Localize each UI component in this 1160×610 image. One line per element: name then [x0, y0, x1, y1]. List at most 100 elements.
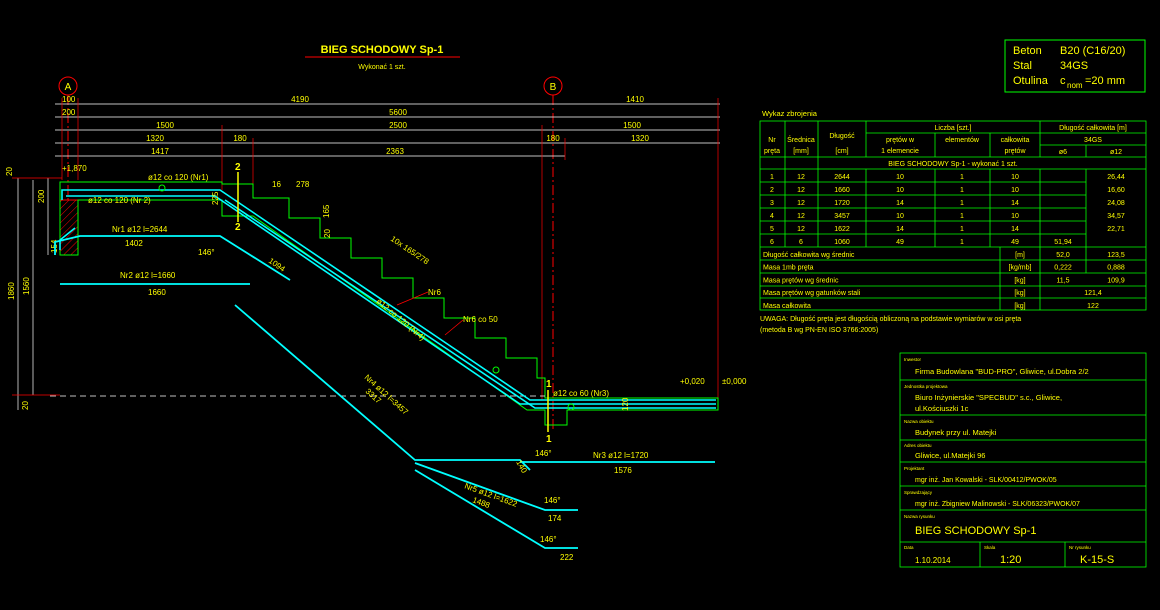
dim-r5-a: 1417 [151, 147, 169, 156]
rebar-sum-r1-c1: Długość całkowita wg średnic [763, 252, 855, 259]
step-278: 278 [296, 180, 310, 189]
rebar-sum-r1-c2: [m] [1015, 252, 1025, 259]
rebar-cell-r3-c1: 3 [770, 200, 774, 207]
material-r3-c: c [1060, 75, 1066, 87]
th-sr: Średnica [787, 135, 815, 144]
section-labels: ø12 co 120 (Nr1) ø12 co 120 (Nr 2) 16 27… [88, 173, 630, 411]
rebar-dot-3 [567, 403, 575, 411]
rebar-table: Wykaz zbrojenia [759, 109, 1147, 334]
left-dim-20b: 20 [21, 401, 30, 410]
th-liczba: Liczba [szt.] [935, 125, 972, 132]
nr5-end: 174 [548, 514, 562, 523]
tb-investor: Firma Budowlana "BUD-PRO", Gliwice, ul.D… [915, 367, 1089, 376]
tb-object-name: Budynek przy ul. Matejki [915, 428, 997, 437]
tb-design-unit-label: Jednostka projektowa [904, 384, 948, 389]
th-dl: Długość [829, 133, 855, 140]
rebar-sum-r1-c4: 123,5 [1107, 252, 1125, 259]
th-phi12: ø12 [1110, 149, 1122, 156]
th-calk: całkowita [1001, 137, 1030, 144]
rebar-nr6-shape [414, 469, 578, 549]
rebar-sum-r5-c3: 122 [1087, 303, 1099, 310]
nr1-label: Nr1 ø12 l=2644 [112, 225, 168, 234]
rebar-cell-r5-c1: 5 [770, 226, 774, 233]
dim-r4-c: 180 [546, 134, 560, 143]
top-dimension-texts: 100 4190 1410 200 5600 1500 2500 1500 13… [62, 95, 649, 156]
th-nr: Nr [768, 137, 776, 144]
rebar-cell-r6-c2: 6 [799, 239, 803, 246]
tb-design-unit-2: ul.Kościuszki 1c [915, 404, 969, 413]
rebar-bottom-main [224, 199, 716, 409]
bending-shapes [54, 235, 715, 549]
section-markers: 2 2 1 1 [235, 162, 552, 445]
rebar-cell-r4-c8: 34,57 [1107, 213, 1125, 220]
rebar-cell-r1-c4: 10 [896, 174, 904, 181]
rebar-sum-r3-c4: 109,9 [1107, 277, 1125, 284]
nr3-label: Nr3 ø12 l=1720 [593, 451, 649, 460]
rebar-nr5-shape [414, 462, 578, 511]
nr4-angle: 146° [535, 449, 552, 458]
left-dim-1860: 1860 [7, 282, 16, 300]
th-mm: [mm] [793, 148, 809, 155]
grid-axes: A B [58, 76, 563, 430]
rebar-sum-r5-c1: Masa całkowita [763, 303, 811, 310]
nr1-len: 1402 [125, 239, 143, 248]
rebar-dot-1 [158, 184, 166, 192]
axis-a-label: A [65, 82, 72, 93]
material-r3-sub: nom [1067, 81, 1083, 90]
left-dim-1560: 1560 [22, 277, 31, 295]
tb-object-name-label: Nazwa obiektu [904, 419, 934, 424]
rebar-cell-r5-c2: 12 [797, 226, 805, 233]
rebar-cell-r1-c8: 26,44 [1107, 174, 1125, 181]
th-el: elementów [945, 137, 980, 144]
rebar-cell-r6-c7: 51,94 [1054, 239, 1072, 246]
rebar-sum-r4-c3: 121,4 [1084, 290, 1102, 297]
rebar-sum-r2-c1: Masa 1mb pręta [763, 265, 814, 272]
nr4-end: 140 [514, 459, 529, 476]
step-16: 16 [272, 180, 281, 189]
top-dimensions [55, 98, 720, 400]
material-r3-label: Otulina [1013, 75, 1049, 87]
tb-scale: 1:20 [1000, 554, 1021, 566]
rebar-sum-r4-c2: [kg] [1014, 290, 1025, 297]
th-steel: 34GS [1084, 137, 1102, 144]
rebar-cell-r4-c2: 12 [797, 213, 805, 220]
title-block: Inwestor Firma Budowlana "BUD-PRO", Gliw… [899, 352, 1147, 568]
cut-1-bottom: 1 [546, 434, 552, 445]
rebar-cell-r6-c4: 49 [896, 239, 904, 246]
rebar-cell-r3-c3: 1720 [834, 200, 850, 207]
label-bar-top2: ø12 co 120 (Nr 2) [88, 196, 151, 205]
nr1-angle: 146° [198, 248, 215, 257]
nr2-label: Nr2 ø12 l=1660 [120, 271, 176, 280]
rebar-table-title: Wykaz zbrojenia [762, 109, 818, 118]
rebar-cell-r5-c8: 22,71 [1107, 226, 1125, 233]
material-box-frame [1004, 39, 1146, 93]
rebar-note-2: (metoda B wg PN-EN ISO 3766:2005) [760, 327, 878, 334]
rebar-cell-r5-c6: 14 [1011, 226, 1019, 233]
tb-number: K-15-S [1080, 554, 1114, 566]
label-bar-top: ø12 co 120 (Nr1) [148, 173, 209, 182]
rebar-cell-r1-c2: 12 [797, 174, 805, 181]
dim-r1-b: 4190 [291, 95, 309, 104]
nr3-len: 1576 [614, 466, 632, 475]
nr6-end: 222 [560, 553, 574, 562]
label-nr6-marker: Nr6 [428, 288, 441, 297]
rebar-sum-r3-c2: [kg] [1014, 277, 1025, 284]
nr2-len: 1660 [148, 288, 166, 297]
rebar-table-grid [759, 120, 1147, 311]
cut-2-top: 2 [235, 162, 241, 173]
dim-r2-a: 200 [62, 108, 76, 117]
level-top: +1,870 [62, 164, 87, 173]
label-bar-bottom: ø12 co 60 (Nr3) [553, 389, 609, 398]
wall-hatch [59, 199, 79, 256]
label-nr6-spacing: Nr6 co 50 [463, 315, 498, 324]
left-dim-20a: 20 [5, 167, 14, 176]
dim-r4-d: 1320 [631, 134, 649, 143]
left-dim-200: 200 [37, 189, 46, 203]
material-r1-label: Beton [1013, 45, 1042, 57]
th-cm: [cm] [835, 148, 848, 155]
dim-120: 120 [621, 397, 630, 411]
leader-nr6 [396, 291, 429, 306]
rebar-cell-r1-c3: 2644 [834, 174, 850, 181]
rebar-sum-r4-c1: Masa prętów wg gatunków stali [763, 290, 861, 297]
